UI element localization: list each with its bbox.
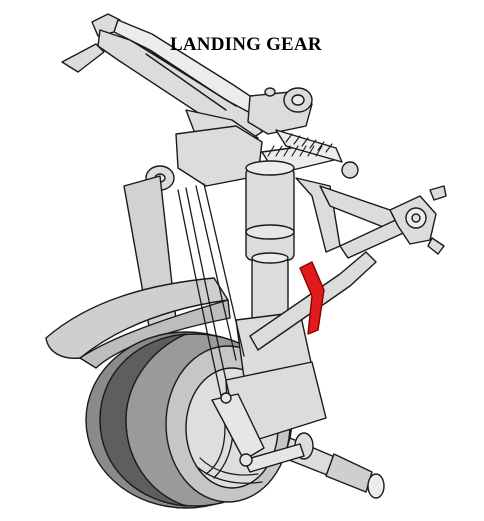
brake-lines xyxy=(195,457,263,484)
trunnion-fitting xyxy=(145,87,313,191)
hydraulic-lines xyxy=(177,183,245,479)
diagram-title: LANDING GEAR xyxy=(170,34,322,55)
highlighted-link xyxy=(299,261,325,335)
retraction-actuator xyxy=(261,129,359,179)
wheel-axle xyxy=(283,432,385,499)
wheel-fairing xyxy=(45,277,231,369)
torque-link xyxy=(211,392,305,473)
